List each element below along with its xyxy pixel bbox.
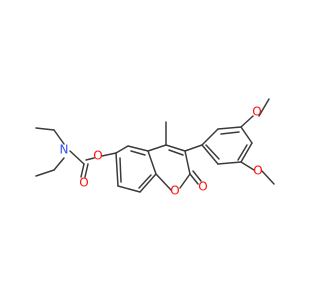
bond [155, 173, 172, 191]
atom-labels: O O N O O O O [60, 105, 263, 198]
bond [117, 185, 141, 193]
bond [184, 144, 203, 152]
bond [240, 115, 254, 128]
bond [101, 152, 117, 157]
bond [35, 127, 55, 131]
bond [240, 142, 253, 163]
bond [69, 150, 85, 165]
bond [147, 144, 167, 152]
oxygen-atom-label: O [198, 180, 207, 194]
bond [184, 150, 191, 175]
bond [147, 150, 157, 175]
bond [80, 163, 85, 178]
bond [240, 126, 253, 144]
bond [201, 144, 219, 165]
bond [84, 163, 89, 178]
bond [258, 98, 270, 117]
bond [127, 145, 149, 152]
oxygen-atom-label: O [253, 164, 262, 178]
bond [35, 169, 55, 177]
bond [201, 128, 219, 146]
bond [179, 173, 191, 189]
bond [53, 129, 65, 145]
bond [85, 157, 95, 161]
bond [189, 173, 199, 185]
bond [115, 145, 129, 154]
bond [165, 144, 186, 152]
bond [237, 144, 248, 161]
bond [240, 161, 255, 171]
bond [115, 152, 119, 187]
bond [119, 157, 122, 183]
structure-diagram: O O N O O O O [35, 98, 275, 198]
molecule-canvas: O O N O O O O [35, 98, 275, 198]
bond [217, 161, 242, 165]
nitrogen-atom-label: N [60, 143, 69, 157]
bond [217, 126, 242, 130]
oxygen-atom-label: O [93, 149, 102, 163]
bond [168, 149, 184, 156]
bond [205, 144, 220, 160]
bond [261, 170, 275, 185]
bond [192, 170, 202, 182]
bond [130, 150, 146, 156]
bond [139, 173, 157, 193]
oxygen-atom-label: O [252, 105, 261, 119]
bond [138, 174, 152, 189]
oxygen-atom-label: O [170, 184, 179, 198]
bond-lines [35, 98, 275, 193]
bond [220, 131, 240, 135]
oxygen-atom-label: O [79, 176, 88, 190]
bond [53, 157, 65, 171]
